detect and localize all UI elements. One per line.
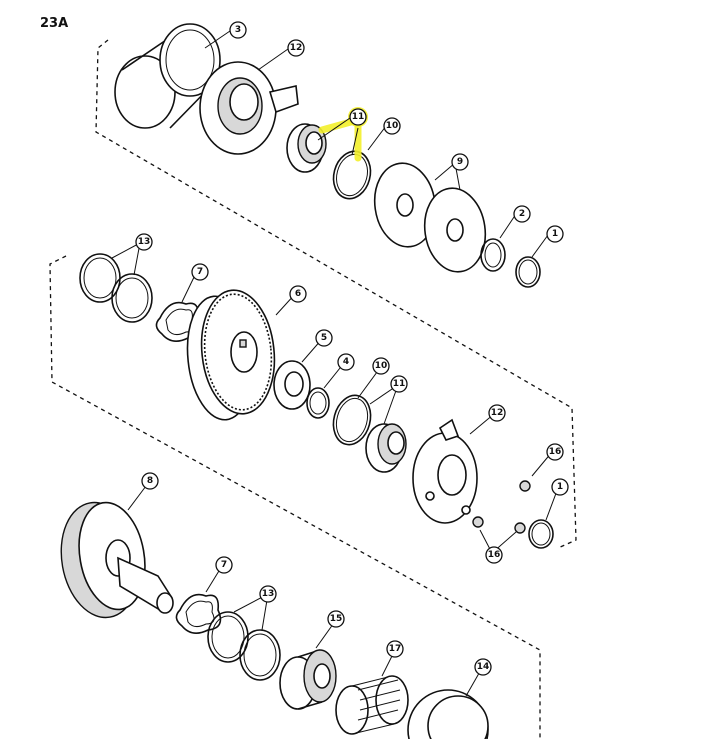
page-label: 23A (40, 16, 68, 31)
svg-text:5: 5 (321, 333, 327, 343)
svg-text:13: 13 (138, 237, 151, 247)
callout-1-upper: 1 (546, 225, 564, 243)
callout-13-lower: 13 (259, 585, 277, 603)
part-10-snap-ring-middle (332, 394, 372, 446)
part-12-housing-upper (199, 61, 299, 155)
callout-13-middle: 13 (135, 233, 153, 251)
callout-15: 15 (327, 610, 345, 628)
svg-text:9: 9 (457, 157, 463, 167)
svg-text:10: 10 (386, 121, 399, 131)
callout-8: 8 (141, 472, 159, 490)
svg-text:15: 15 (330, 614, 343, 624)
part-10-snap-ring-upper (332, 150, 372, 200)
part-7-gasket-lower (175, 593, 222, 634)
part-6-gear (186, 289, 276, 421)
svg-text:12: 12 (290, 43, 303, 53)
svg-text:6: 6 (295, 289, 301, 299)
part-14-hub (407, 689, 489, 743)
svg-text:8: 8 (147, 476, 153, 486)
callout-7-middle: 7 (191, 263, 209, 281)
callout-11-middle: 11 (390, 375, 408, 393)
svg-text:16: 16 (488, 550, 501, 560)
svg-text:3: 3 (235, 25, 241, 35)
group-boundary-upper (95, 39, 577, 549)
part-13-rings-middle (79, 253, 153, 323)
leader-lines (111, 30, 559, 697)
part-3-sleeve (114, 23, 221, 129)
part-16-balls (472, 480, 531, 534)
svg-text:4: 4 (343, 357, 349, 367)
svg-text:1: 1 (557, 482, 563, 492)
callout-5: 5 (315, 329, 333, 347)
callout-17: 17 (386, 640, 404, 658)
callout-9: 9 (451, 153, 469, 171)
part-13-rings-lower (207, 611, 281, 681)
callout-10-middle: 10 (372, 357, 390, 375)
part-8-gear-shaft (60, 501, 174, 619)
callout-7-lower: 7 (215, 556, 233, 574)
part-4-ring (306, 387, 330, 419)
callout-1-middle: 1 (551, 478, 569, 496)
callout-4: 4 (337, 353, 355, 371)
part-11-bearing-middle (365, 423, 407, 473)
part-1-ring-middle (528, 519, 554, 549)
svg-text:11: 11 (393, 379, 406, 389)
svg-text:17: 17 (389, 644, 402, 654)
part-12-housing-middle (412, 418, 478, 524)
part-1-ring-upper (515, 256, 541, 288)
svg-text:12: 12 (491, 408, 504, 418)
group-boundary-middle (49, 255, 541, 739)
callout-12-upper: 12 (287, 39, 305, 57)
callout-10-upper: 10 (383, 117, 401, 135)
svg-text:10: 10 (375, 361, 388, 371)
svg-text:2: 2 (519, 209, 525, 219)
callout-16-right: 16 (546, 443, 564, 461)
callout-2-upper: 2 (513, 205, 531, 223)
svg-text:14: 14 (477, 662, 490, 672)
callout-16-bottom: 16 (485, 546, 503, 564)
callout-11-upper: 11 (349, 108, 367, 126)
svg-text:13: 13 (262, 589, 275, 599)
part-2-ring-upper (480, 238, 506, 272)
callout-3: 3 (229, 21, 247, 39)
part-9-discs (373, 162, 487, 273)
part-17-needle-bearing (335, 675, 409, 735)
callout-14: 14 (474, 658, 492, 676)
callouts: 3 12 11 10 9 2 1 13 7 6 5 4 10 11 12 16 … (135, 21, 569, 676)
part-15-bearing (279, 649, 337, 710)
callout-6: 6 (289, 285, 307, 303)
svg-text:16: 16 (549, 447, 562, 457)
svg-text:7: 7 (221, 560, 227, 570)
callout-12-middle: 12 (488, 404, 506, 422)
part-5-washer (273, 360, 311, 410)
svg-text:11: 11 (352, 112, 365, 122)
svg-text:1: 1 (552, 229, 558, 239)
part-11-bearing-upper (286, 123, 327, 173)
svg-text:7: 7 (197, 267, 203, 277)
